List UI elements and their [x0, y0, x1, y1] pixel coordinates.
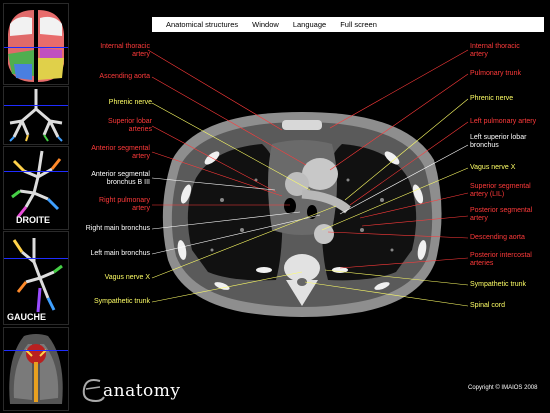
- label-ascending-aorta[interactable]: Ascending aorta: [99, 73, 150, 80]
- thumbnail-bronchial-tree[interactable]: [3, 86, 69, 145]
- leader-right-sympathetic: [324, 269, 469, 286]
- thumbnail-strip: DROITE GAUCHE: [0, 0, 72, 413]
- cut-level-line[interactable]: [4, 171, 68, 172]
- label-descending-aorta[interactable]: Descending aorta: [470, 234, 525, 241]
- menu-anatomical-structures[interactable]: Anatomical structures: [166, 20, 239, 29]
- thumbnail-gauche[interactable]: GAUCHE: [3, 231, 69, 325]
- thumbnail-droite[interactable]: DROITE: [3, 146, 69, 230]
- leader-left-anterior-segmental-bronchus: [151, 177, 276, 191]
- thumbnail-label-gauche: GAUCHE: [7, 312, 47, 322]
- leader-right-posterior-segmental: [361, 215, 469, 227]
- cut-level-line[interactable]: [4, 350, 68, 351]
- menu-language[interactable]: Language: [292, 20, 327, 29]
- thumbnail-thorax-3d[interactable]: [3, 327, 69, 411]
- thorax-3d-image: [4, 328, 68, 410]
- label-vagus-nerve-right[interactable]: Vagus nerve X: [104, 274, 150, 281]
- copyright-text: Copyright © IMAIOS 2008: [468, 385, 538, 391]
- e-anatomy-logo-icon: [82, 379, 105, 403]
- leader-left-ascending-aorta: [151, 76, 307, 166]
- lung-lobes-image: [4, 4, 68, 84]
- leader-right-vagus: [321, 167, 469, 231]
- menu-window[interactable]: Window: [252, 20, 279, 29]
- leader-left-right-main-bronchus: [151, 211, 301, 230]
- leader-left-vagus: [151, 205, 337, 279]
- leader-right-spinal-cord: [304, 281, 469, 307]
- leader-left-left-main-bronchus: [151, 214, 321, 255]
- leader-right-posterior-intercostal: [339, 257, 469, 269]
- cut-level-line[interactable]: [4, 258, 68, 259]
- brand-name: anatomy: [103, 381, 181, 401]
- leader-right-internal-thoracic: [329, 49, 469, 129]
- label-sympathetic-trunk-right[interactable]: Sympathetic trunk: [93, 298, 150, 305]
- leader-right-left-superior-lobar: [339, 144, 469, 215]
- thumbnail-lung-lobes[interactable]: [3, 3, 69, 85]
- right-bronchi-image: [4, 147, 68, 229]
- leader-right-phrenic: [344, 98, 469, 201]
- bronchial-tree-image: [4, 87, 68, 144]
- cut-level-line[interactable]: [4, 47, 68, 48]
- label-spinal-cord[interactable]: Spinal cord: [470, 302, 506, 309]
- left-bronchi-image: [4, 232, 68, 324]
- leader-right-pulmonary-trunk: [329, 73, 469, 171]
- label-sympathetic-trunk-left[interactable]: Sympathetic trunk: [470, 281, 527, 288]
- label-vagus-nerve-left[interactable]: Vagus nerve X: [470, 164, 516, 171]
- cut-level-line[interactable]: [4, 105, 68, 106]
- leader-left-superior-lobar: [151, 125, 277, 193]
- leader-left-phrenic: [151, 102, 311, 191]
- label-pulmonary-trunk[interactable]: Pulmonary trunk: [470, 70, 521, 77]
- label-right-main-bronchus[interactable]: Right main bronchus: [85, 225, 150, 232]
- thumbnail-label-droite: DROITE: [16, 215, 51, 225]
- leader-right-descending-aorta: [327, 231, 469, 239]
- leader-left-sympathetic: [151, 271, 303, 303]
- leader-right-superior-segmental: [359, 192, 469, 219]
- label-phrenic-nerve-left[interactable]: Phrenic nerve: [470, 95, 514, 102]
- menu-full-screen[interactable]: Full screen: [340, 20, 377, 29]
- leader-right-left-pulmonary: [349, 121, 469, 206]
- menu-bar: Anatomical structures Window Language Fu…: [152, 17, 544, 32]
- leader-left-anterior-segmental-artery: [151, 151, 283, 197]
- leader-left-internal-thoracic: [147, 49, 283, 131]
- label-phrenic-nerve-right[interactable]: Phrenic nerve: [108, 99, 152, 106]
- label-left-main-bronchus[interactable]: Left main bronchus: [90, 250, 150, 257]
- label-left-pulmonary-artery[interactable]: Left pulmonary artery: [470, 118, 537, 125]
